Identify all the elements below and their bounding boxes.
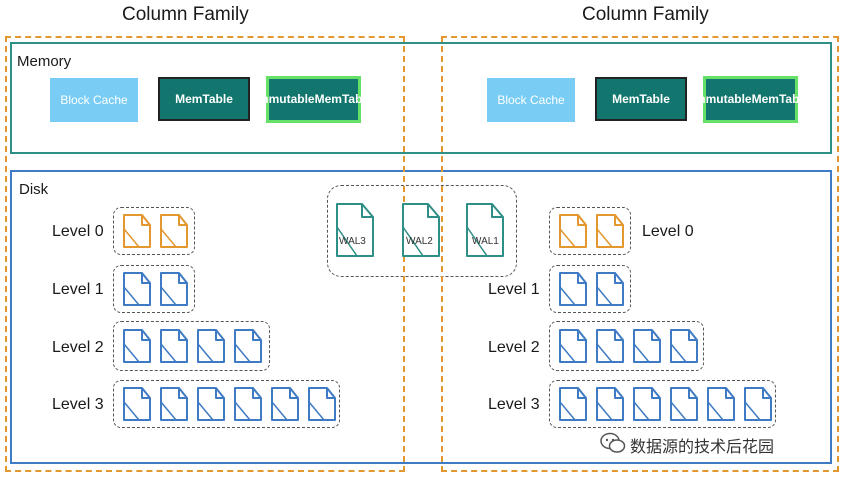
wal-group bbox=[327, 185, 517, 277]
sst-file-icon-left-l0-0 bbox=[122, 213, 152, 254]
sst-file-icon-left-l1-1 bbox=[159, 271, 189, 312]
level-1-label-left: Level 1 bbox=[52, 281, 104, 298]
wal-file-icon-1 bbox=[401, 202, 441, 263]
memory-label: Memory bbox=[17, 53, 72, 70]
memory-region bbox=[10, 42, 832, 154]
sst-file-icon-left-l3-3 bbox=[233, 386, 263, 427]
level-1-files-right bbox=[549, 265, 631, 313]
immutable-memtable-right: immutable MemTable bbox=[692, 76, 809, 123]
wal2-label: WAL2 bbox=[406, 236, 433, 247]
memtable-right: MemTable bbox=[595, 77, 687, 121]
column-family-title-right: Column Family bbox=[582, 4, 709, 25]
level-2-files-left bbox=[113, 321, 270, 371]
sst-file-icon-left-l2-3 bbox=[233, 328, 263, 369]
memtable-left: MemTable bbox=[158, 77, 250, 121]
wechat-icon bbox=[600, 432, 626, 454]
disk-label: Disk bbox=[19, 181, 49, 198]
immutable-line2-right: MemTable bbox=[751, 92, 810, 106]
level-3-files-right bbox=[549, 380, 776, 428]
sst-file-icon-left-l2-0 bbox=[122, 328, 152, 369]
level-3-label-left: Level 3 bbox=[52, 396, 104, 413]
sst-file-icon-left-l3-4 bbox=[270, 386, 300, 427]
sst-file-icon-right-l3-3 bbox=[669, 386, 699, 427]
level-0-files-right bbox=[549, 207, 631, 255]
sst-file-icon-right-l3-1 bbox=[595, 386, 625, 427]
sst-file-icon-left-l3-5 bbox=[307, 386, 337, 427]
immutable-line1-right: immutable bbox=[691, 92, 752, 106]
wal3-label: WAL3 bbox=[339, 236, 366, 247]
sst-file-icon-left-l3-1 bbox=[159, 386, 189, 427]
sst-file-icon-left-l2-2 bbox=[196, 328, 226, 369]
sst-file-icon-left-l1-0 bbox=[122, 271, 152, 312]
sst-file-icon-right-l2-3 bbox=[669, 328, 699, 369]
level-2-label-right: Level 2 bbox=[488, 339, 540, 356]
block-cache-right: Block Cache bbox=[487, 78, 575, 122]
immutable-memtable-left: immutable MemTable bbox=[255, 76, 372, 123]
sst-file-icon-left-l3-2 bbox=[196, 386, 226, 427]
sst-file-icon-right-l3-4 bbox=[706, 386, 736, 427]
sst-file-icon-right-l0-1 bbox=[595, 213, 625, 254]
level-0-files-left bbox=[113, 207, 195, 255]
sst-file-icon-right-l1-1 bbox=[595, 271, 625, 312]
wal-file-icon-2 bbox=[465, 202, 505, 263]
level-3-label-right: Level 3 bbox=[488, 396, 540, 413]
wal1-label: WAL1 bbox=[472, 236, 499, 247]
sst-file-icon-left-l2-1 bbox=[159, 328, 189, 369]
immutable-line2-left: MemTable bbox=[314, 92, 373, 106]
sst-file-icon-right-l3-0 bbox=[558, 386, 588, 427]
sst-file-icon-left-l0-1 bbox=[159, 213, 189, 254]
watermark-text: 数据源的技术后花园 bbox=[630, 439, 775, 456]
sst-file-icon-right-l2-0 bbox=[558, 328, 588, 369]
column-family-title-left: Column Family bbox=[122, 4, 249, 25]
sst-file-icon-right-l1-0 bbox=[558, 271, 588, 312]
disk-region bbox=[10, 170, 832, 464]
level-3-files-left bbox=[113, 380, 340, 428]
block-cache-left: Block Cache bbox=[50, 78, 138, 122]
level-2-label-left: Level 2 bbox=[52, 339, 104, 356]
sst-file-icon-right-l2-2 bbox=[632, 328, 662, 369]
level-1-files-left bbox=[113, 265, 195, 313]
level-0-label-left: Level 0 bbox=[52, 223, 104, 240]
level-2-files-right bbox=[549, 321, 704, 371]
sst-file-icon-right-l2-1 bbox=[595, 328, 625, 369]
sst-file-icon-right-l0-0 bbox=[558, 213, 588, 254]
level-1-label-right: Level 1 bbox=[488, 281, 540, 298]
sst-file-icon-left-l3-0 bbox=[122, 386, 152, 427]
column-family-right bbox=[441, 36, 839, 472]
sst-file-icon-right-l3-5 bbox=[743, 386, 773, 427]
sst-file-icon-right-l3-2 bbox=[632, 386, 662, 427]
level-0-label-right: Level 0 bbox=[642, 223, 694, 240]
immutable-line1-left: immutable bbox=[254, 92, 315, 106]
wal-file-icon-0 bbox=[335, 202, 375, 263]
